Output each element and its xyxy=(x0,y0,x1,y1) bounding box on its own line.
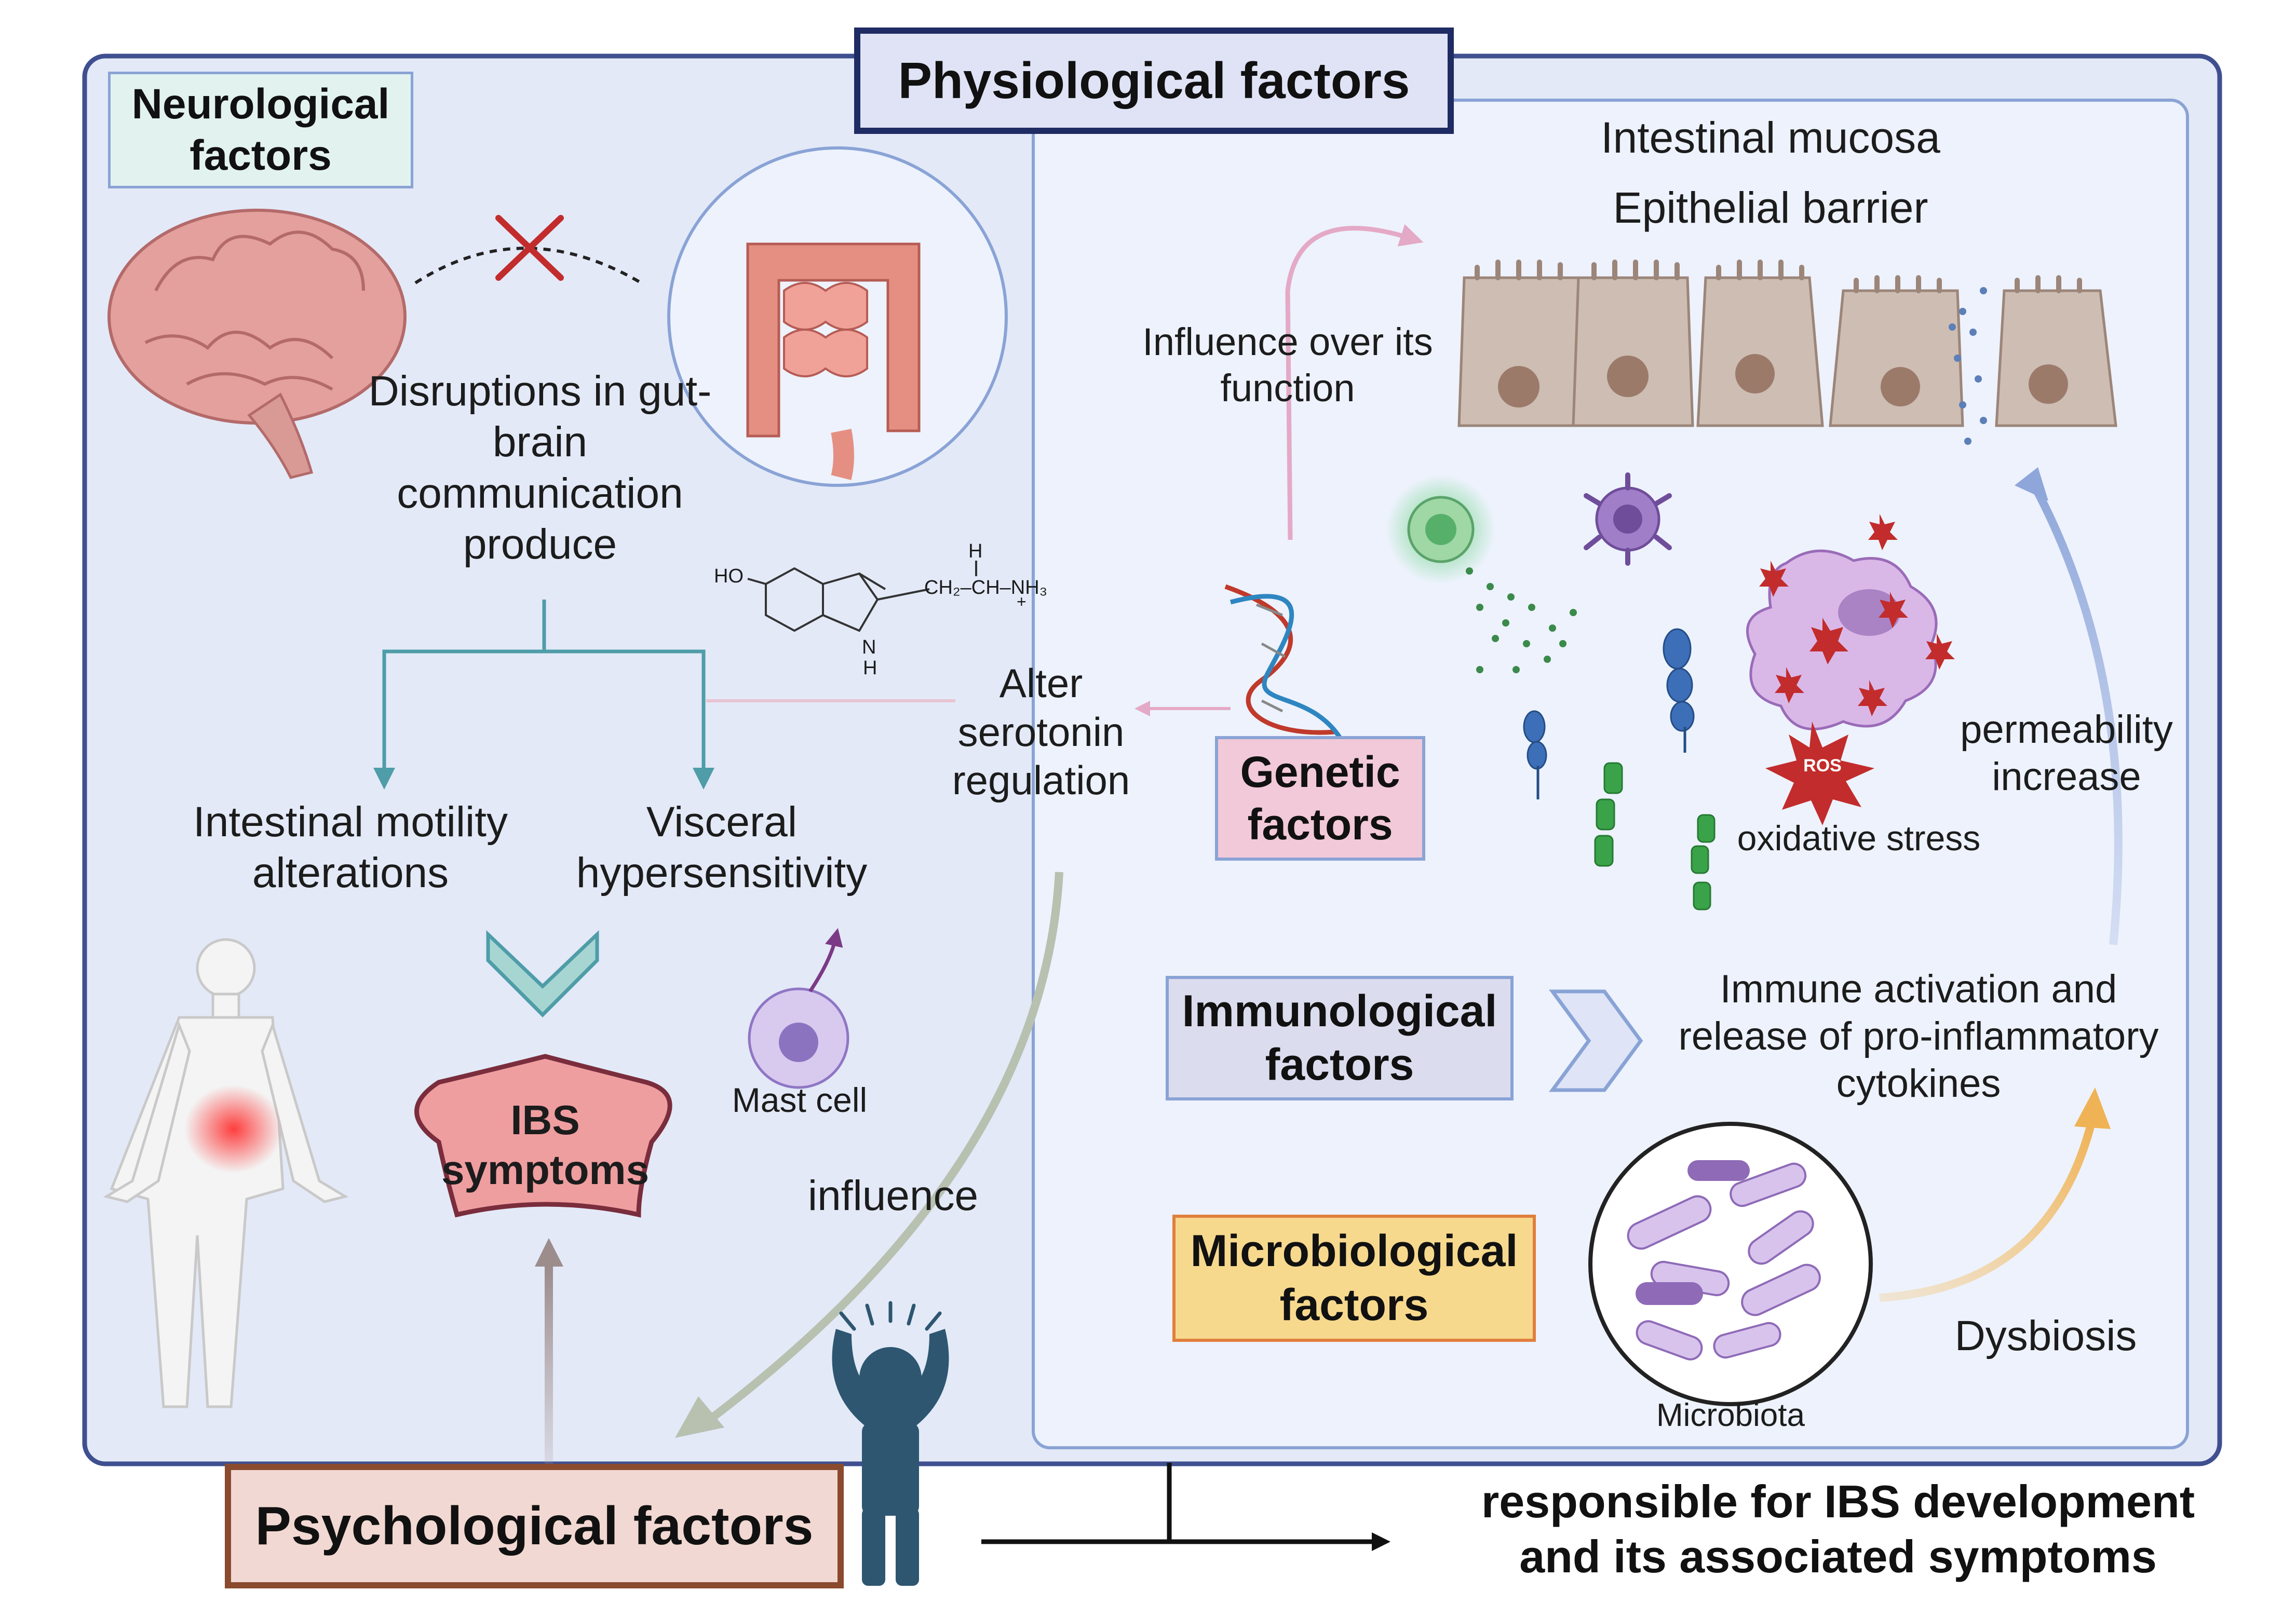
serotonin-h-bottom: H xyxy=(863,657,877,679)
microvilli xyxy=(1475,260,2082,293)
motility-label: Intestinal motility alterations xyxy=(193,798,508,897)
permeability-label: permeability increase xyxy=(1960,708,2173,799)
influence-label: influence xyxy=(807,1172,979,1219)
immunological-factors-box: Immunological factors xyxy=(1166,976,1514,1100)
gut-brain-link xyxy=(414,247,645,286)
microbiota-icon xyxy=(1588,1122,1873,1406)
microbiota-label: Microbiota xyxy=(1656,1397,1805,1433)
genetic-factors-box: Genetic factors xyxy=(1215,736,1425,861)
mucosa-line2: Epithelial barrier xyxy=(1613,183,1928,232)
stressed-person-icon xyxy=(832,1301,949,1586)
serotonin-molecule xyxy=(747,561,977,632)
neurological-factors-label: Neurological factors xyxy=(131,80,390,179)
dysbiosis-label: Dysbiosis xyxy=(1954,1312,2137,1359)
psychological-factors-label: Psychological factors xyxy=(255,1495,814,1556)
ibs-symptoms-shape xyxy=(414,1054,672,1218)
ibs-symptoms-label: IBS symptoms xyxy=(441,1097,650,1193)
oxidative-stress-label: oxidative stress xyxy=(1737,819,1981,858)
conclusion-arrow xyxy=(981,1463,1390,1551)
psych-to-ibs-arrow xyxy=(545,1267,553,1464)
serotonin-plus: + xyxy=(1017,592,1027,611)
immune-activation-label: Immune activation and release of pro-inf… xyxy=(1678,967,2159,1106)
intestine-icon xyxy=(667,146,1008,487)
visceral-label: Visceral hypersensitivity xyxy=(576,798,868,897)
alter-serotonin-label: Alter serotonin regulation xyxy=(952,660,1130,804)
influence-arrow xyxy=(704,872,1063,1426)
split-arrows xyxy=(373,600,714,790)
permeability-arrow xyxy=(2029,481,2123,945)
cytokine-dots xyxy=(1466,567,1577,673)
dendritic-cell-icon xyxy=(1584,472,1672,566)
psychological-factors-box: Psychological factors xyxy=(225,1464,844,1588)
serotonin-chain: CH₂–CH–NH₃ xyxy=(924,577,1048,599)
red-x-icon xyxy=(495,215,564,281)
ros-burst-icon xyxy=(1765,722,1874,825)
microbiological-factors-box: Microbiological factors xyxy=(1172,1215,1536,1342)
genetic-factors-label: Genetic factors xyxy=(1240,747,1400,849)
mucosa-line1: Intestinal mucosa xyxy=(1601,113,1940,162)
brain-icon xyxy=(107,209,407,479)
ros-stars xyxy=(1759,514,1955,716)
epithelial-cells-icon xyxy=(1457,276,2117,427)
ros-label: ROS xyxy=(1803,756,1842,776)
mast-cell-icon xyxy=(748,928,849,1089)
barrier-leak xyxy=(1949,287,1987,445)
title-box: Physiological factors xyxy=(854,28,1454,134)
microbiological-factors-label: Microbiological factors xyxy=(1190,1226,1518,1330)
mast-cell-label: Mast cell xyxy=(732,1081,868,1119)
page-title: Physiological factors xyxy=(898,51,1410,109)
cell-nuclei xyxy=(1498,354,2068,407)
chevron-down-icon xyxy=(486,930,599,1017)
serotonin-h-top: H xyxy=(968,540,983,562)
pain-glow xyxy=(184,1085,283,1173)
disruption-text: Disruptions in gut-brain communication p… xyxy=(368,368,712,568)
bacteria-icons xyxy=(1523,628,1716,910)
dysbiosis-arrow xyxy=(1879,1118,2097,1302)
serotonin-n: N xyxy=(862,636,876,658)
serotonin-ho: HO xyxy=(714,565,744,587)
dna-icon xyxy=(1224,584,1342,739)
chevron-right-icon xyxy=(1549,989,1643,1092)
influence-function-label: Influence over its function xyxy=(1142,320,1433,410)
conclusion-text: responsible for IBS development and its … xyxy=(1481,1476,2195,1582)
influence-function-arrow xyxy=(1285,224,1424,540)
neurological-factors-box: Neurological factors xyxy=(108,72,413,188)
immunological-factors-label: Immunological factors xyxy=(1182,986,1497,1090)
